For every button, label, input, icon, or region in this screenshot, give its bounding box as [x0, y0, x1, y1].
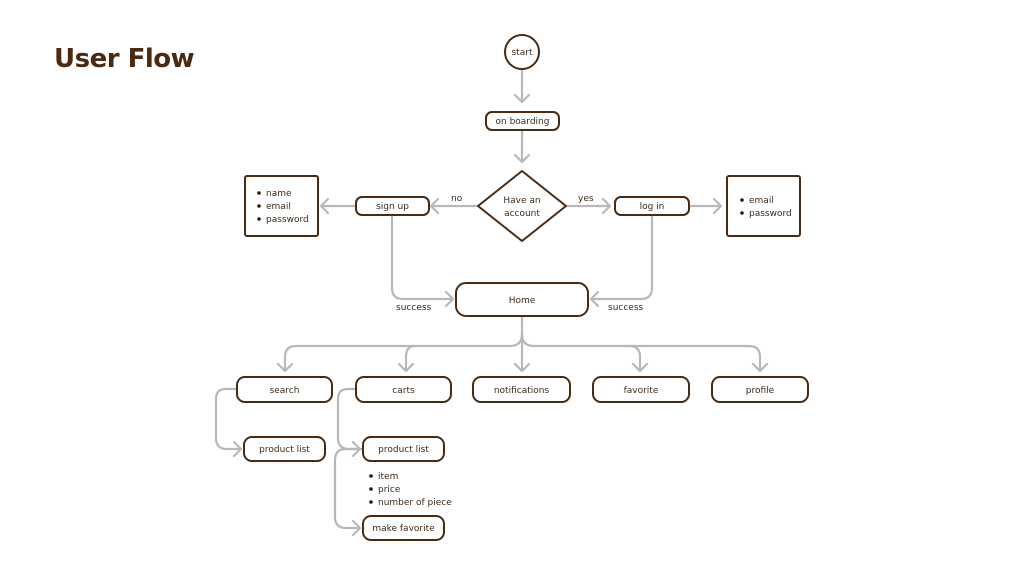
node-start-label: start: [512, 48, 533, 58]
edge-label-no: no: [451, 194, 463, 204]
login-field-email: email: [749, 196, 774, 206]
arrowhead-profile: [751, 362, 769, 373]
node-onboarding: on boarding: [485, 111, 560, 131]
node-profile-label: profile: [746, 386, 775, 396]
edge-product-list-make-favorite: [333, 447, 365, 530]
node-start: start: [504, 34, 540, 70]
edge-carts-product-list: [336, 387, 361, 451]
arrowhead-search-product-list: [232, 440, 243, 458]
edge-home-branches: [283, 315, 524, 372]
signup-field-name: name: [266, 189, 292, 199]
edge-label-yes: yes: [578, 194, 594, 204]
node-home: Home: [455, 282, 589, 317]
node-login: log in: [614, 196, 690, 216]
edge-home-branches-right: [520, 332, 762, 372]
node-search: search: [236, 376, 333, 403]
arrowhead-notifications: [513, 362, 531, 373]
node-notifications-label: notifications: [494, 386, 550, 396]
arrowhead-home-right: [589, 290, 600, 308]
node-search-product-list: product list: [243, 436, 326, 462]
node-carts-label: carts: [392, 386, 415, 396]
edge-home-favorite: [628, 344, 642, 372]
node-favorite: favorite: [592, 376, 690, 403]
node-carts-product-list-label: product list: [378, 445, 429, 455]
node-decision-line1: Have an: [503, 196, 540, 206]
arrowhead-login-fields: [712, 197, 723, 215]
arrowhead-signup: [429, 197, 440, 215]
login-fields-box: email password: [726, 175, 801, 237]
edge-signup-home: [390, 214, 454, 301]
node-onboarding-label: on boarding: [496, 117, 550, 127]
node-profile: profile: [711, 376, 809, 403]
node-decision-line2: account: [504, 209, 540, 219]
arrowhead-decision: [513, 153, 531, 164]
edge-login-home: [590, 214, 654, 301]
signup-fields-box: name email password: [244, 175, 319, 237]
node-notifications: notifications: [472, 376, 571, 403]
node-carts-product-list: product list: [362, 436, 445, 462]
arrowhead-signup-fields: [319, 197, 330, 215]
arrowhead-make-favorite: [351, 519, 362, 537]
page-title: User Flow: [54, 44, 195, 74]
node-carts: carts: [355, 376, 452, 403]
product-field-price: price: [378, 485, 401, 495]
edge-label-success-right: success: [608, 303, 644, 313]
arrowhead-login: [601, 197, 612, 215]
arrowhead-search: [276, 362, 294, 373]
edge-home-carts: [404, 344, 417, 372]
arrowhead-carts: [397, 362, 415, 373]
signup-field-password: password: [266, 215, 309, 225]
product-field-number-of-piece: number of piece: [378, 498, 452, 508]
node-signup-label: sign up: [376, 202, 409, 212]
node-decision: Have an account: [477, 170, 567, 242]
edges: [214, 68, 769, 537]
node-favorite-label: favorite: [624, 386, 659, 396]
node-login-label: log in: [640, 202, 665, 212]
edge-label-success-left: success: [396, 303, 432, 313]
product-field-item: item: [378, 472, 398, 482]
node-home-label: Home: [509, 296, 536, 306]
node-search-label: search: [270, 386, 300, 396]
node-signup: sign up: [355, 196, 430, 216]
product-fields-list: item price number of piece: [369, 472, 452, 508]
node-make-favorite: make favorite: [362, 515, 445, 541]
signup-field-email: email: [266, 202, 291, 212]
arrowhead-home-left: [444, 290, 455, 308]
node-make-favorite-label: make favorite: [372, 524, 435, 534]
login-field-password: password: [749, 209, 792, 219]
edge-search-product-list: [214, 387, 242, 451]
node-search-product-list-label: product list: [259, 445, 310, 455]
arrowhead-favorite: [631, 362, 649, 373]
arrowhead-onboarding: [513, 93, 531, 104]
